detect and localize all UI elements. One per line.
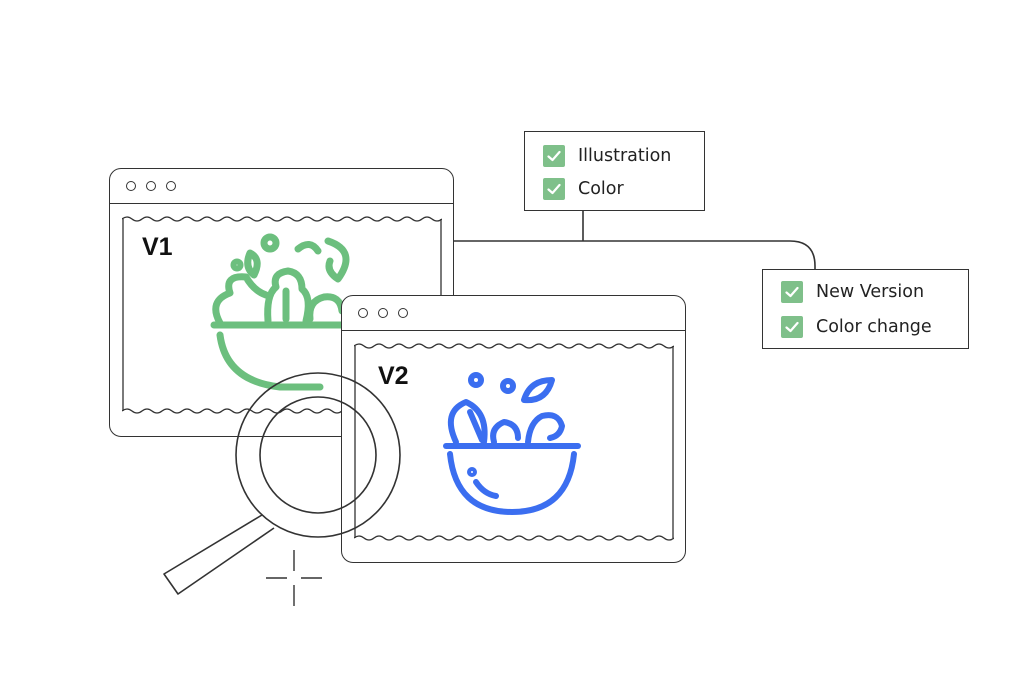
salad-bowl-blue-icon <box>443 372 581 515</box>
checklist-item-label: Illustration <box>578 146 672 166</box>
window-dot-icon <box>378 308 388 318</box>
checkbox-checked-icon[interactable] <box>781 316 803 338</box>
window-v2-label: V2 <box>378 362 409 390</box>
window-v1-titlebar <box>110 169 453 204</box>
checklist-item-label: New Version <box>816 282 925 302</box>
window-dot-icon <box>398 308 408 318</box>
window-v2-titlebar <box>342 296 685 331</box>
checklist-item-label: Color <box>578 179 624 199</box>
checklist-item[interactable]: New Version <box>781 280 924 304</box>
window-dot-icon <box>166 181 176 191</box>
window-dot-icon <box>126 181 136 191</box>
checklist-item[interactable]: Color change <box>781 315 932 339</box>
checkbox-checked-icon[interactable] <box>543 178 565 200</box>
checklist-item[interactable]: Color <box>543 177 624 201</box>
checklist-right: New Version Color change <box>762 269 969 349</box>
checklist-item[interactable]: Illustration <box>543 144 671 168</box>
window-v1-label: V1 <box>142 233 173 261</box>
window-dot-icon <box>146 181 156 191</box>
checkbox-checked-icon[interactable] <box>781 281 803 303</box>
window-v2: V2 <box>341 295 686 563</box>
checkbox-checked-icon[interactable] <box>543 145 565 167</box>
crosshair-icon <box>266 550 322 606</box>
window-v2-content-frame <box>354 343 674 541</box>
checklist-top: Illustration Color <box>524 131 705 211</box>
magnifying-glass-icon <box>163 372 401 595</box>
checklist-item-label: Color change <box>816 317 932 337</box>
window-dot-icon <box>358 308 368 318</box>
salad-bowl-green-icon <box>210 233 380 391</box>
